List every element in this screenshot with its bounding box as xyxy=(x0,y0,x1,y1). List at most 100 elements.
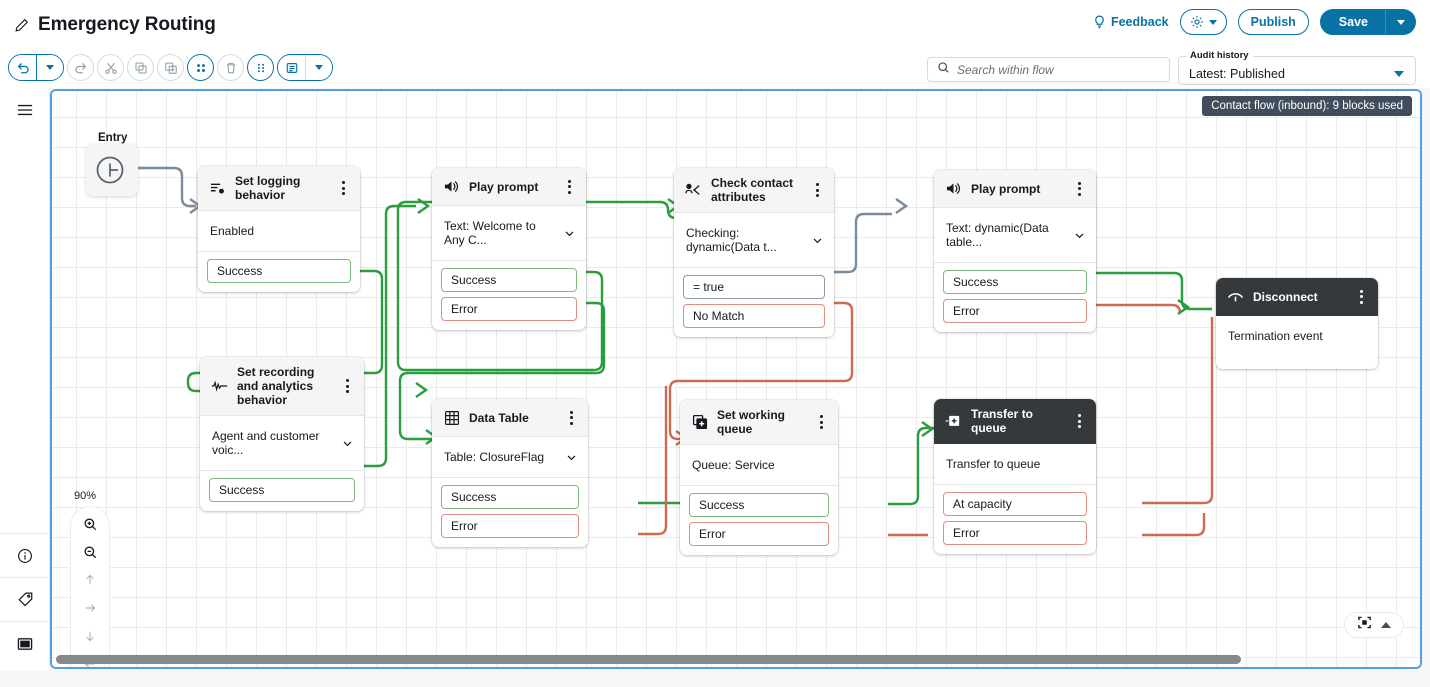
node-check-contact-attributes[interactable]: Check contact attributes Checking: dynam… xyxy=(674,168,834,337)
save-dropdown-button[interactable] xyxy=(1385,9,1416,35)
port-no-match[interactable]: No Match xyxy=(683,304,825,328)
node-header[interactable]: Check contact attributes xyxy=(674,168,834,213)
audit-history-select[interactable]: Audit history Latest: Published xyxy=(1178,50,1416,85)
publish-button[interactable]: Publish xyxy=(1237,9,1309,35)
port-success[interactable]: Success xyxy=(209,478,355,502)
settings-button[interactable] xyxy=(1179,9,1227,35)
notes-dropdown-button[interactable] xyxy=(305,55,332,80)
feedback-button[interactable]: Feedback xyxy=(1093,15,1169,29)
node-body[interactable]: Agent and customer voic... xyxy=(200,416,364,471)
port-success[interactable]: Success xyxy=(943,270,1087,294)
node-header[interactable]: Set working queue xyxy=(680,400,838,445)
node-body-text: Checking: dynamic(Data t... xyxy=(686,226,777,254)
save-button[interactable]: Save xyxy=(1319,9,1385,35)
undo-dropdown-button[interactable] xyxy=(36,55,63,80)
arrow-down-icon[interactable] xyxy=(78,626,102,646)
port-success[interactable]: Success xyxy=(441,485,579,509)
node-play-prompt-dynamic[interactable]: Play prompt Text: dynamic(Data table... … xyxy=(934,170,1096,332)
node-header[interactable]: Disconnect xyxy=(1216,278,1378,316)
chevron-down-icon xyxy=(315,65,323,70)
audit-history-value: Latest: Published xyxy=(1189,66,1285,81)
node-header[interactable]: Play prompt xyxy=(934,170,1096,208)
pencil-icon[interactable] xyxy=(14,18,29,33)
port-condition-true[interactable]: = true xyxy=(683,275,825,299)
node-header[interactable]: Set recording and analytics behavior xyxy=(200,357,364,416)
node-menu-button[interactable] xyxy=(815,415,828,429)
chevron-down-icon[interactable] xyxy=(812,235,823,246)
horizontal-scrollbar[interactable] xyxy=(56,655,1241,664)
flow-canvas[interactable]: Contact flow (inbound): 9 blocks used xyxy=(50,89,1422,669)
node-header[interactable]: Set logging behavior xyxy=(198,166,360,211)
redo-button[interactable] xyxy=(67,54,94,81)
search-placeholder: Search within flow xyxy=(957,62,1054,77)
menu-toggle[interactable] xyxy=(0,88,50,132)
group-button[interactable] xyxy=(187,54,214,81)
port-error[interactable]: Error xyxy=(689,522,829,546)
chevron-down-icon[interactable] xyxy=(564,228,575,239)
node-data-table[interactable]: Data Table Table: ClosureFlag Success Er… xyxy=(432,399,588,547)
tags-panel-button[interactable] xyxy=(0,577,50,621)
node-menu-button[interactable] xyxy=(1073,414,1086,428)
arrow-up-icon[interactable] xyxy=(78,570,102,590)
zoom-controls xyxy=(70,506,110,667)
paste-button[interactable] xyxy=(157,54,184,81)
notes-button[interactable] xyxy=(278,55,305,80)
chevron-down-icon[interactable] xyxy=(342,438,353,449)
chevron-down-icon xyxy=(46,65,54,70)
chevron-up-icon[interactable] xyxy=(1381,622,1391,628)
zoom-in-icon[interactable] xyxy=(78,514,102,534)
delete-button[interactable] xyxy=(217,54,244,81)
editor-toolbar: Search within flow Audit history Latest:… xyxy=(0,50,1430,88)
copy-button[interactable] xyxy=(127,54,154,81)
node-header[interactable]: Transfer to queue xyxy=(934,399,1096,444)
node-transfer-to-queue[interactable]: Transfer to queue Transfer to queue At c… xyxy=(934,399,1096,554)
fit-to-screen-icon[interactable] xyxy=(1357,615,1372,635)
node-play-prompt-welcome[interactable]: Play prompt Text: Welcome to Any C... Su… xyxy=(432,168,586,330)
node-body[interactable]: Checking: dynamic(Data t... xyxy=(674,213,834,268)
node-menu-button[interactable] xyxy=(563,179,576,194)
port-error[interactable]: Error xyxy=(441,514,579,538)
node-menu-button[interactable] xyxy=(811,183,824,197)
speaker-icon xyxy=(443,179,460,194)
node-body[interactable]: Text: dynamic(Data table... xyxy=(934,208,1096,263)
port-error[interactable]: Error xyxy=(943,521,1087,545)
node-disconnect[interactable]: Disconnect Termination event xyxy=(1216,278,1378,369)
info-panel-button[interactable] xyxy=(0,533,50,577)
chevron-down-icon[interactable] xyxy=(1074,230,1085,241)
chevron-down-icon[interactable] xyxy=(566,452,577,463)
node-ports: Success Error xyxy=(432,478,588,547)
node-menu-button[interactable] xyxy=(337,181,350,195)
node-menu-button[interactable] xyxy=(1355,289,1368,304)
feedback-label: Feedback xyxy=(1110,15,1169,29)
search-input[interactable]: Search within flow xyxy=(927,57,1170,82)
cut-button[interactable] xyxy=(97,54,124,81)
port-error[interactable]: Error xyxy=(943,299,1087,323)
port-at-capacity[interactable]: At capacity xyxy=(943,492,1087,516)
node-header[interactable]: Data Table xyxy=(432,399,588,437)
arrow-right-icon[interactable] xyxy=(78,598,102,618)
entry-node[interactable] xyxy=(86,144,138,196)
drag-handle-button[interactable] xyxy=(247,54,274,81)
node-body[interactable]: Table: ClosureFlag xyxy=(432,437,588,478)
node-body: Transfer to queue xyxy=(934,444,1096,485)
check-attributes-icon xyxy=(685,182,702,198)
port-error[interactable]: Error xyxy=(441,297,577,321)
node-set-logging-behavior[interactable]: Set logging behavior Enabled Success xyxy=(198,166,360,292)
layout-panel-button[interactable] xyxy=(0,621,50,665)
zoom-out-icon[interactable] xyxy=(78,542,102,562)
port-success[interactable]: Success xyxy=(441,268,577,292)
node-set-working-queue[interactable]: Set working queue Queue: Service Success… xyxy=(680,400,838,555)
node-set-recording-analytics[interactable]: Set recording and analytics behavior Age… xyxy=(200,357,364,511)
notes-group xyxy=(277,54,333,81)
undo-button[interactable] xyxy=(9,55,36,80)
node-menu-button[interactable] xyxy=(341,379,354,393)
node-menu-button[interactable] xyxy=(1073,181,1086,196)
node-header[interactable]: Play prompt xyxy=(432,168,586,206)
node-menu-button[interactable] xyxy=(565,410,578,425)
port-success[interactable]: Success xyxy=(689,493,829,517)
fit-to-screen-control[interactable] xyxy=(1344,612,1404,638)
node-body[interactable]: Text: Welcome to Any C... xyxy=(432,206,586,261)
node-body: Queue: Service xyxy=(680,445,838,486)
port-success[interactable]: Success xyxy=(207,259,351,283)
save-button-group: Save xyxy=(1319,9,1416,35)
